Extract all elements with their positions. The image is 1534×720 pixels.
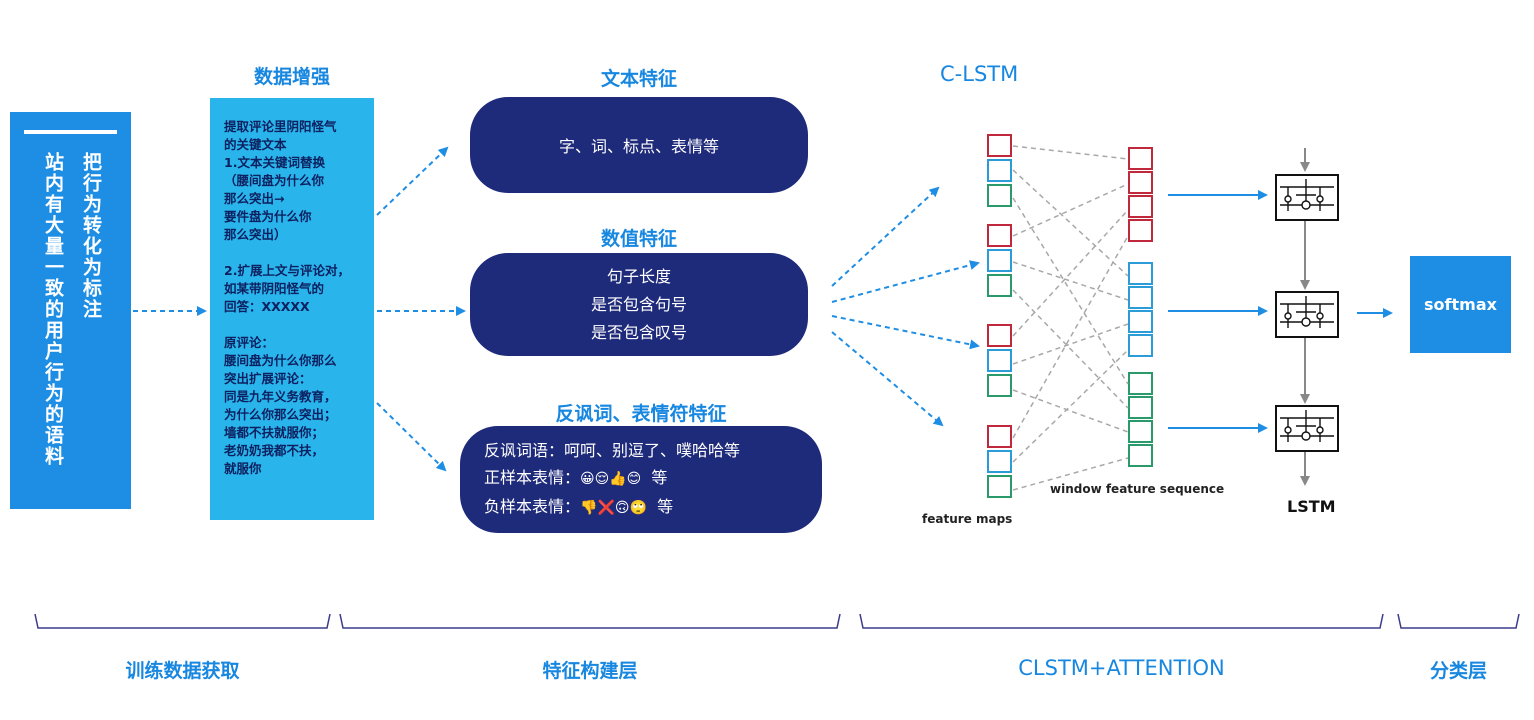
negative-emoji-list: 👎❌🙃🙄 bbox=[580, 500, 647, 516]
augmentation-text: 提取评论里阴阳怪气 的关键文本 1.文本关键词替换 （腰间盘为什么你 那么突出→… bbox=[224, 119, 350, 476]
window-seq-cell bbox=[1128, 334, 1153, 357]
panel-divider bbox=[24, 130, 117, 134]
numeric-feature-title: 数值特征 bbox=[600, 228, 677, 250]
numeric-feature-line: 句子长度 bbox=[606, 266, 671, 286]
feature-map-cell bbox=[987, 159, 1012, 182]
footer-clstm: CLSTM+ATTENTION bbox=[1018, 656, 1225, 680]
augmentation-panel: 提取评论里阴阳怪气 的关键文本 1.文本关键词替换 （腰间盘为什么你 那么突出→… bbox=[210, 98, 374, 520]
feature-map-cell bbox=[987, 134, 1012, 157]
feature-map-cell bbox=[987, 475, 1012, 498]
training-text-col2: 站内有大量一致的用户行为的语料 bbox=[42, 152, 64, 467]
feature-map-cell bbox=[987, 450, 1012, 473]
window-seq-cell bbox=[1128, 444, 1153, 467]
feature-map-cell bbox=[987, 184, 1012, 207]
window-seq-label: window feature sequence bbox=[1050, 482, 1225, 496]
arrow-feat-to-map4 bbox=[831, 331, 944, 427]
sarcasm-line-2: 正样本表情：😀😌👍😊 等 bbox=[484, 468, 668, 487]
window-seq-cell bbox=[1128, 195, 1153, 218]
softmax-box: softmax bbox=[1410, 256, 1511, 353]
positive-emoji-list: 😀😌👍😊 bbox=[580, 471, 642, 487]
feature-map-cell bbox=[987, 374, 1012, 397]
feature-map-cell bbox=[987, 425, 1012, 448]
window-seq-cell bbox=[1128, 372, 1153, 395]
feature-map-cell bbox=[987, 249, 1012, 272]
cross-connections bbox=[1012, 145, 1129, 491]
sarcasm-line-3: 负样本表情：👎❌🙃🙄 等 bbox=[484, 497, 674, 516]
window-seq-cell bbox=[1128, 286, 1153, 309]
footer-training: 训练数据获取 bbox=[125, 660, 240, 682]
arrow-feat-to-map2 bbox=[831, 260, 980, 303]
numeric-feature-line: 是否包含叹号 bbox=[590, 322, 687, 342]
sarcasm-feature-box: 反讽词语：呵呵、别逗了、噗哈哈等 正样本表情：😀😌👍😊 等 负样本表情：👎❌🙃🙄… bbox=[460, 426, 822, 533]
augmentation-title: 数据增强 bbox=[253, 66, 330, 88]
clstm-title: C-LSTM bbox=[940, 62, 1019, 86]
sarcasm-line-1: 反讽词语：呵呵、别逗了、噗哈哈等 bbox=[484, 441, 741, 460]
training-text-col1: 把行为转化为标注 bbox=[80, 152, 102, 320]
text-feature-title: 文本特征 bbox=[600, 68, 677, 90]
window-seq-cell bbox=[1128, 396, 1153, 419]
footer-classification: 分类层 bbox=[1429, 660, 1487, 682]
lstm-unit-3 bbox=[1275, 405, 1339, 452]
arrow-feat-to-map3 bbox=[831, 315, 980, 350]
feature-map-cell bbox=[987, 224, 1012, 247]
numeric-feature-box: 句子长度 是否包含句号 是否包含叹号 bbox=[470, 253, 808, 356]
training-data-panel: 把行为转化为标注 站内有大量一致的用户行为的语料 bbox=[10, 112, 131, 509]
section-brackets bbox=[34, 613, 1520, 629]
feature-map-cell bbox=[987, 274, 1012, 297]
softmax-label: softmax bbox=[1424, 295, 1497, 314]
numeric-feature-line: 是否包含句号 bbox=[590, 294, 687, 314]
window-seq-cell bbox=[1128, 171, 1153, 194]
feature-map-cell bbox=[987, 324, 1012, 347]
window-seq-cell bbox=[1128, 219, 1153, 242]
window-seq-cell bbox=[1128, 420, 1153, 443]
lstm-unit-1 bbox=[1275, 174, 1339, 221]
window-seq-cell bbox=[1128, 262, 1153, 285]
sarcasm-feature-title: 反讽词、表情符特征 bbox=[555, 403, 727, 425]
footer-features: 特征构建层 bbox=[542, 660, 638, 682]
text-feature-box: 字、词、标点、表情等 bbox=[470, 97, 808, 193]
arrow-feat-to-map1 bbox=[831, 186, 940, 287]
text-feature-body: 字、词、标点、表情等 bbox=[558, 137, 719, 156]
feature-maps-label: feature maps bbox=[922, 512, 1013, 526]
arrow-aug-to-text bbox=[376, 146, 449, 216]
feature-map-cell bbox=[987, 349, 1012, 372]
window-seq-cell bbox=[1128, 310, 1153, 333]
arrow-aug-to-sarcasm bbox=[376, 402, 447, 472]
window-seq-cell bbox=[1128, 147, 1153, 170]
lstm-unit-2 bbox=[1275, 291, 1339, 338]
lstm-label: LSTM bbox=[1287, 497, 1336, 516]
